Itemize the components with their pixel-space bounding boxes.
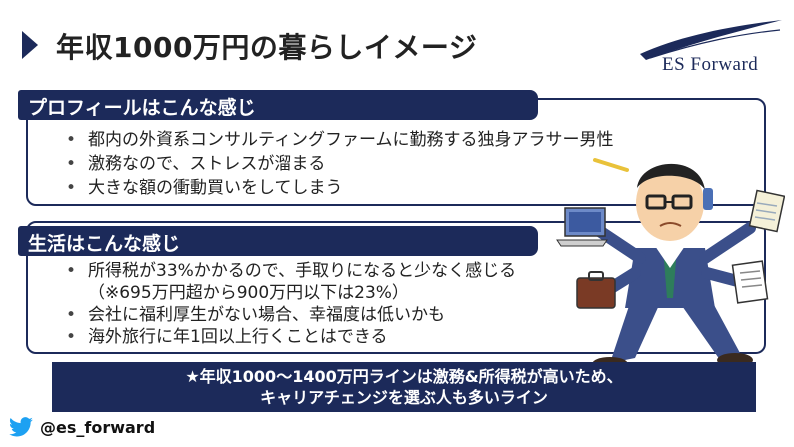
banner-line-2: キャリアチェンジを選ぶ人も多いライン: [260, 388, 548, 407]
list-item: 所得税が33%かかるので、手取りになると少なく感じる: [64, 260, 516, 282]
busy-businessman-illustration: [555, 98, 786, 378]
list-item: 会社に福利厚生がない場合、幸福度は低いかも: [64, 304, 516, 326]
life-list: 所得税が33%かかるので、手取りになると少なく感じる （※695万円超から900…: [64, 260, 516, 348]
profile-heading: プロフィールはこんな感じ: [18, 90, 538, 120]
banner-line-1: ★年収1000～1400万円ラインは激務&所得税が高いため、: [185, 367, 623, 386]
life-heading: 生活はこんな感じ: [18, 226, 538, 256]
logo: ES Forward: [610, 18, 790, 78]
logo-text: ES Forward: [662, 54, 759, 75]
twitter-bird-icon[interactable]: [8, 417, 34, 439]
list-item: 都内の外資系コンサルティングファームに勤務する独身アラサー男性: [64, 128, 613, 152]
list-item: 大きな額の衝動買いをしてしまう: [64, 176, 613, 200]
logo-swoosh-icon: [640, 20, 782, 60]
list-item: 海外旅行に年1回以上行くことはできる: [64, 326, 516, 348]
twitter-handle[interactable]: @es_forward: [40, 418, 156, 437]
title-arrow-icon: [22, 31, 38, 59]
page-title: 年収1000万円の暮らしイメージ: [56, 31, 478, 64]
list-item: 激務なので、ストレスが溜まる: [64, 152, 613, 176]
profile-list: 都内の外資系コンサルティングファームに勤務する独身アラサー男性 激務なので、スト…: [64, 128, 613, 200]
list-item-note: （※695万円超から900万円以下は23%）: [88, 283, 409, 303]
summary-banner: ★年収1000～1400万円ラインは激務&所得税が高いため、 キャリアチェンジを…: [52, 362, 756, 412]
